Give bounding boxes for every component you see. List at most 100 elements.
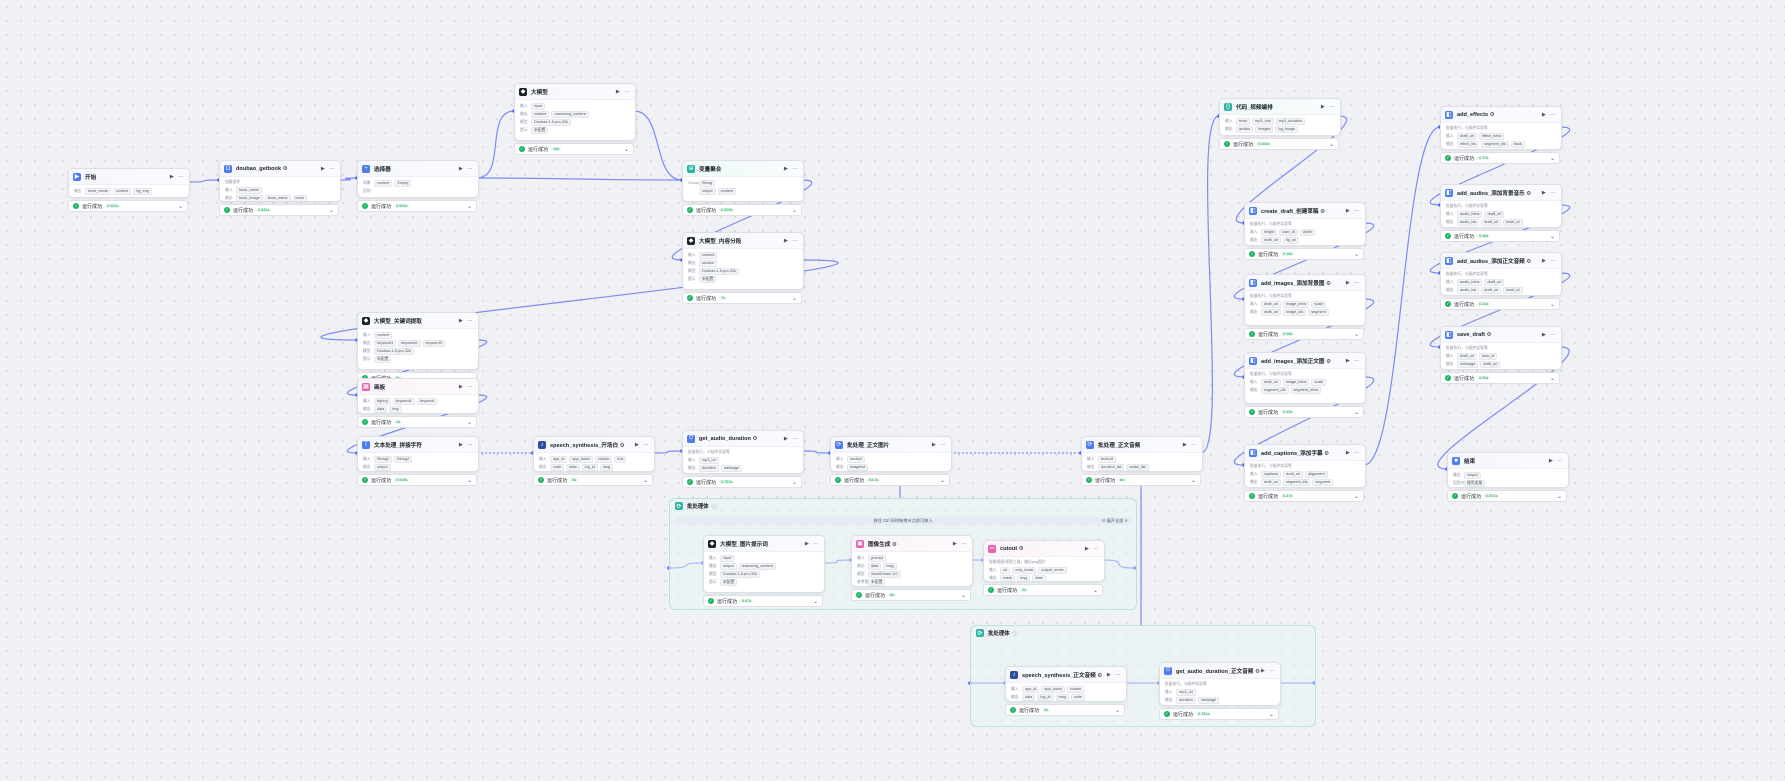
node-header[interactable]: ◧create_draft_创建草稿 ⚙▶ ⋯ — [1245, 203, 1365, 219]
run-more-icons[interactable]: ▶ ⋯ — [615, 88, 631, 95]
node-header[interactable]: ◧add_images_添加正文图 ⚙▶ ⋯ — [1245, 353, 1365, 369]
node-header[interactable]: ▦画板▶ ⋯ — [358, 379, 478, 395]
run-more-icons[interactable]: ▶ ⋯ — [1345, 207, 1361, 214]
chevron-down-icon[interactable]: ⌄ — [1268, 711, 1274, 718]
node-header[interactable]: ◆大模型_内容分段▶ ⋯ — [683, 233, 803, 249]
node-header[interactable]: ⊕变量聚合▶ ⋯ — [683, 161, 803, 177]
chevron-down-icon[interactable]: ⌄ — [1353, 409, 1359, 416]
chevron-down-icon[interactable]: ⌄ — [1092, 587, 1098, 594]
chevron-down-icon[interactable]: ⌄ — [623, 146, 629, 153]
chevron-down-icon[interactable]: ⌄ — [1549, 375, 1555, 382]
node-header[interactable]: ◆大模型_图片提示词▶ ⋯ — [704, 536, 824, 552]
node-header[interactable]: {}代码_视频编排▶ ⋯ — [1220, 99, 1340, 115]
node-header[interactable]: ♪speech_synthesis_开场白 ⚙▶ ⋯ — [534, 437, 654, 453]
chevron-down-icon[interactable]: ⌄ — [642, 477, 648, 484]
node-header[interactable]: ✂cutout ⚙▶ ⋯ — [984, 541, 1104, 557]
run-more-icons[interactable]: ▶ ⋯ — [1320, 103, 1336, 110]
node-getaud2[interactable]: ⏱get_audio_duration_正文音频 ⚙▶ ⋯批量执行，与插件实现等… — [1159, 662, 1281, 706]
run-more-icons[interactable]: ▶ ⋯ — [1541, 189, 1557, 196]
node-header[interactable]: ▶开始▶ ⋯ — [69, 169, 189, 185]
node-header[interactable]: ⏱get_audio_duration ⚙▶ ⋯ — [683, 431, 803, 447]
node-header[interactable]: ⑂选择器▶ ⋯ — [358, 161, 478, 177]
chevron-down-icon[interactable]: ⌄ — [1549, 155, 1555, 162]
chevron-down-icon[interactable]: ⌄ — [960, 592, 966, 599]
chevron-down-icon[interactable]: ⌄ — [791, 479, 797, 486]
run-more-icons[interactable]: ▶ ⋯ — [783, 237, 799, 244]
node-header[interactable]: ◧add_captions_添加字幕 ⚙▶ ⋯ — [1245, 445, 1365, 461]
node-header[interactable]: ◧add_audios_添加正文音频 ⚙▶ ⋯ — [1441, 253, 1561, 269]
chevron-down-icon[interactable]: ⌄ — [328, 207, 334, 214]
run-more-icons[interactable]: ▶ ⋯ — [1548, 457, 1564, 464]
node-header[interactable]: ⏱get_audio_duration_正文音频 ⚙▶ ⋯ — [1160, 663, 1280, 679]
node-header[interactable]: ◧save_draft ⚙▶ ⋯ — [1441, 327, 1561, 343]
node-header[interactable]: ◆大模型▶ ⋯ — [515, 84, 635, 100]
chevron-down-icon[interactable]: ⌄ — [1190, 477, 1196, 484]
chevron-down-icon[interactable]: ⌄ — [791, 295, 797, 302]
chevron-down-icon[interactable]: ⌄ — [177, 203, 183, 210]
node-header[interactable]: ⟳批处理_正文图片▶ ⋯ — [831, 437, 951, 453]
node-header[interactable]: ◧add_images_添加背景图 ⚙▶ ⋯ — [1245, 275, 1365, 291]
chevron-down-icon[interactable]: ⌄ — [466, 477, 472, 484]
run-more-icons[interactable]: ▶ ⋯ — [1541, 257, 1557, 264]
info-icon[interactable]: ⓘ — [1012, 630, 1018, 637]
run-more-icons[interactable]: ▶ ⋯ — [458, 441, 474, 448]
chevron-down-icon[interactable]: ⌄ — [1353, 251, 1359, 258]
run-more-icons[interactable]: ▶ ⋯ — [783, 165, 799, 172]
node-header[interactable]: ◧add_effects ⚙▶ ⋯ — [1441, 107, 1561, 123]
chevron-down-icon[interactable]: ⌄ — [1328, 141, 1334, 148]
node-header[interactable]: ◆大模型_关键词提取▶ ⋯ — [358, 313, 478, 329]
run-more-icons[interactable]: ▶ ⋯ — [931, 441, 947, 448]
run-more-icons[interactable]: ▶ ⋯ — [169, 173, 185, 180]
run-more-icons[interactable]: ▶ ⋯ — [1260, 667, 1276, 674]
run-more-icons[interactable]: ▶ ⋯ — [1345, 279, 1361, 286]
run-more-icons[interactable]: ▶ ⋯ — [1541, 331, 1557, 338]
run-more-icons[interactable]: ▶ ⋯ — [458, 383, 474, 390]
chevron-down-icon[interactable]: ⌄ — [812, 598, 818, 605]
run-more-icons[interactable]: ▶ ⋯ — [1541, 111, 1557, 118]
run-more-icons[interactable]: ▶ ⋯ — [634, 441, 650, 448]
node-header[interactable]: ♪speech_synthesis_正文音频 ⚙▶ ⋯ — [1006, 667, 1126, 683]
